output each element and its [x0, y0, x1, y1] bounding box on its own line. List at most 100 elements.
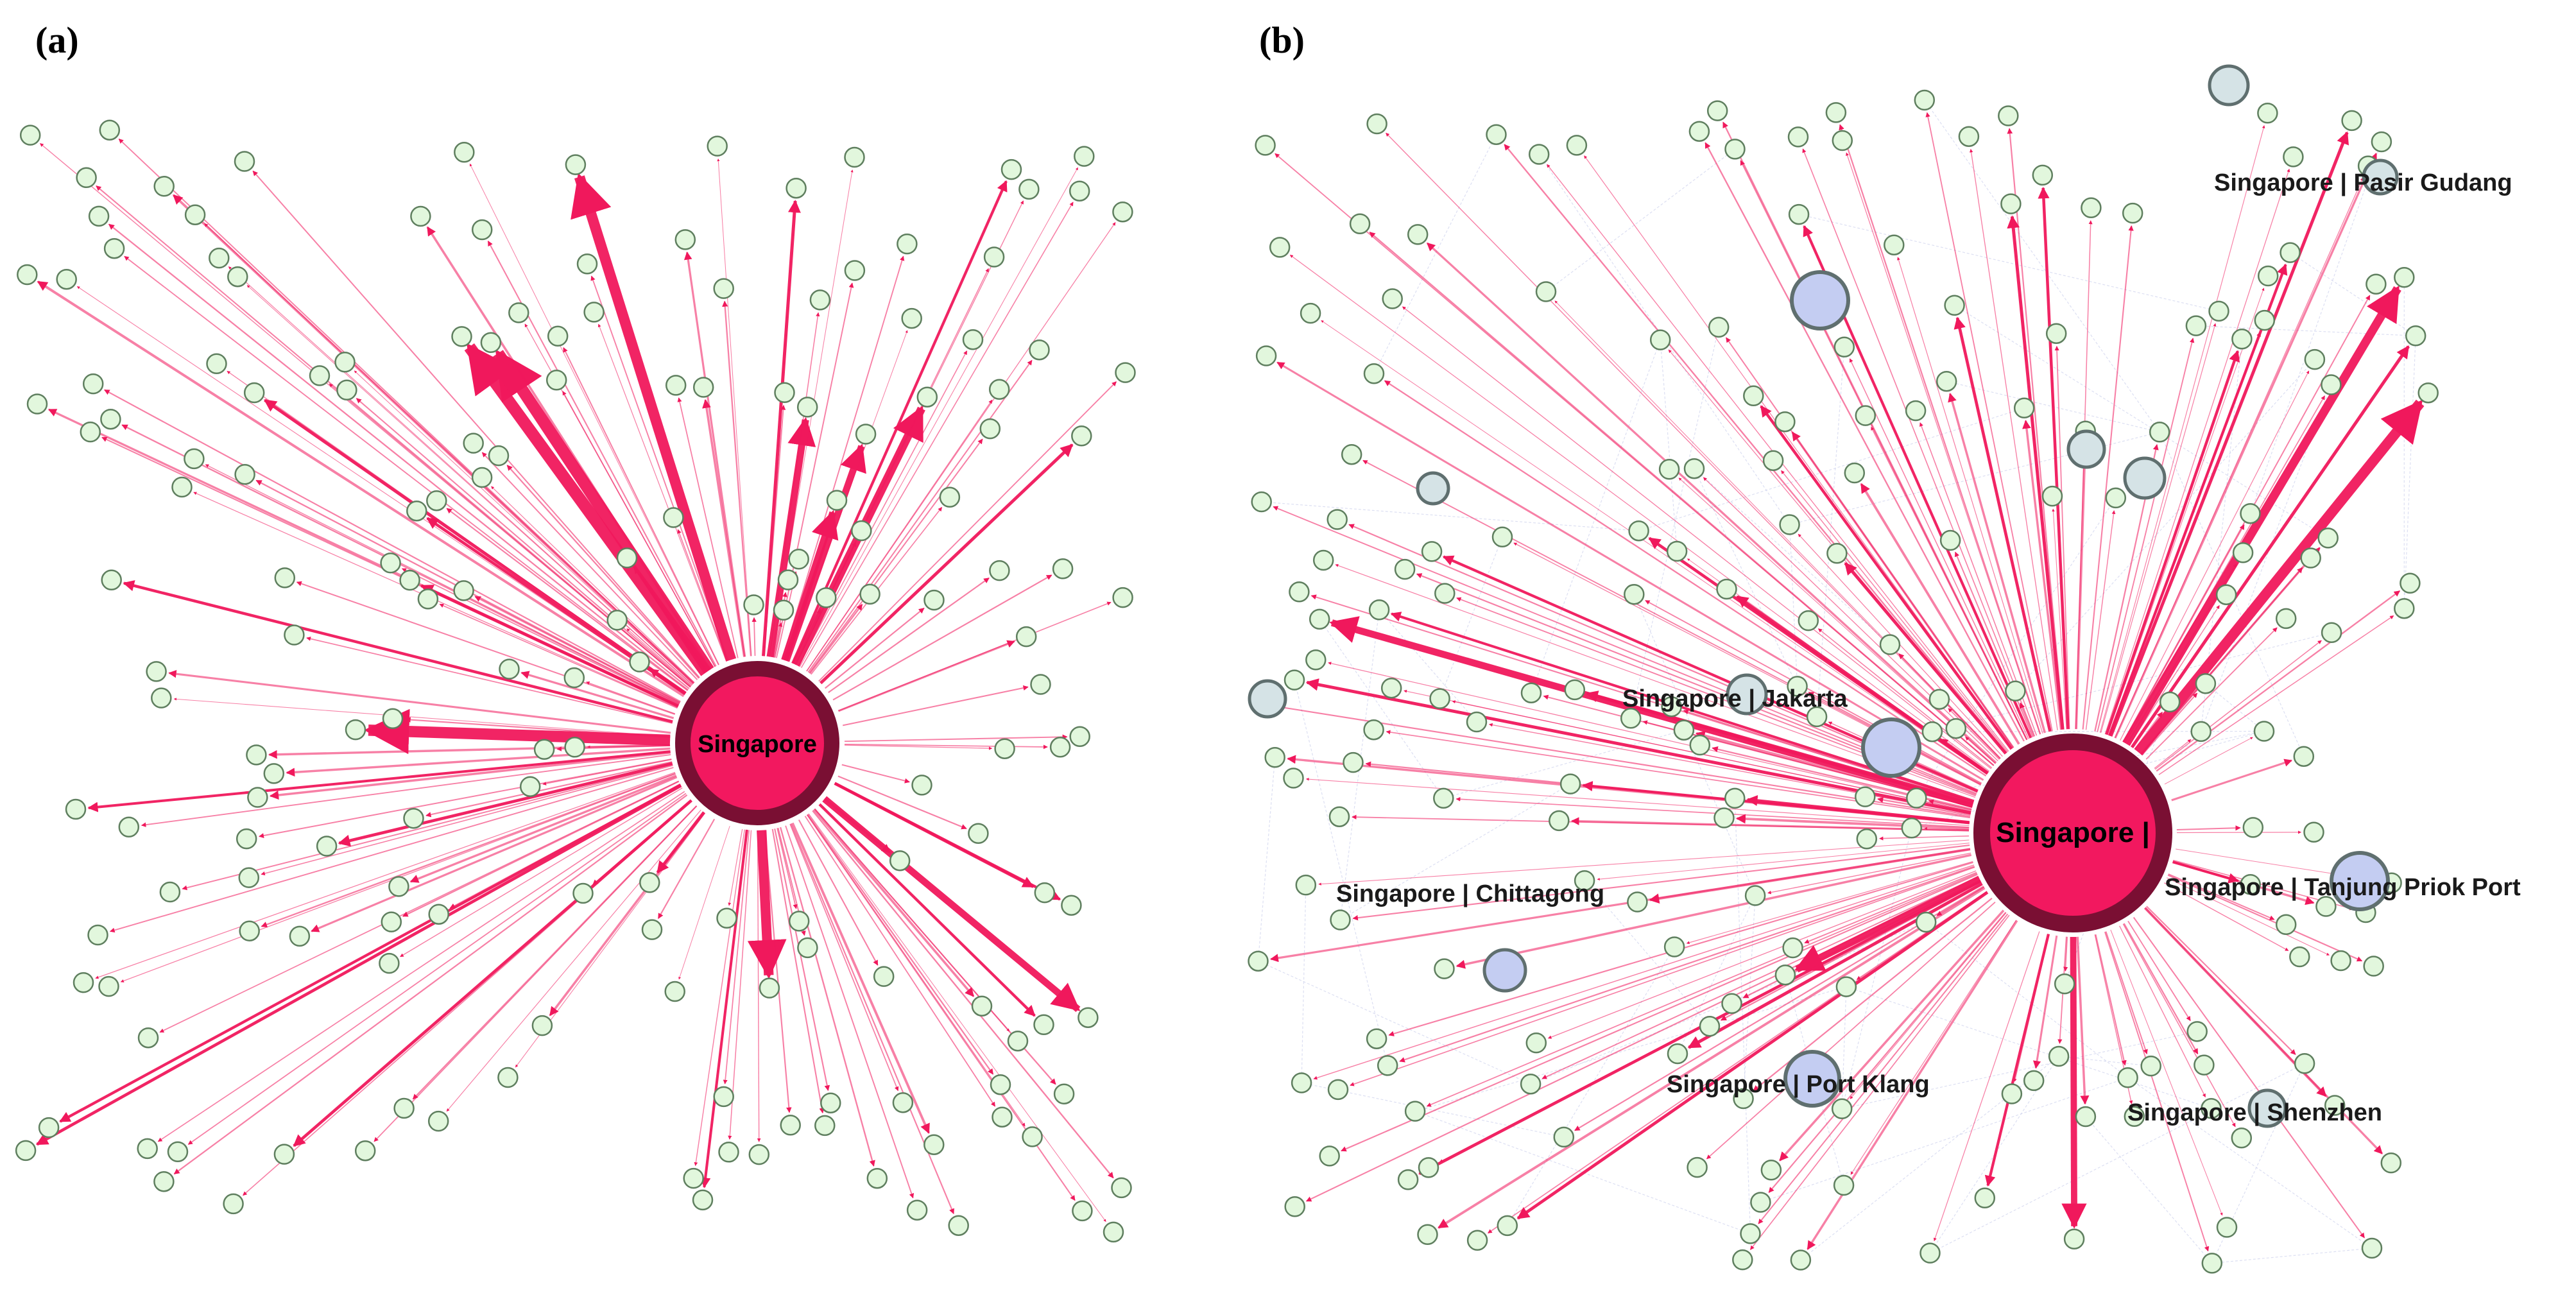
node-grey-mid-1 — [2066, 429, 2106, 469]
panel-a-edge — [781, 510, 839, 662]
panel-b-edge — [1850, 912, 2007, 1099]
panel-b-edge — [2007, 128, 2065, 730]
panel-b-background-edge — [2134, 1108, 2211, 1117]
panel-b-node — [1620, 708, 1642, 729]
panel-b-node — [2317, 528, 2339, 549]
node-grey-far-left — [1248, 679, 1287, 719]
panel-a-node — [1115, 362, 1136, 383]
panel-b-edge — [1352, 814, 1970, 832]
panel-b-edge — [1404, 689, 1971, 812]
panel-a-edge — [306, 637, 673, 724]
panel-b-edge — [1984, 934, 2050, 1187]
panel-b-node — [1283, 768, 1304, 789]
panel-a-edge — [844, 744, 993, 750]
panel-b-edge — [1313, 864, 1975, 1080]
panel-b-node — [1939, 529, 1961, 551]
panel-a-node — [234, 151, 255, 172]
panel-b-edge — [1586, 691, 1973, 806]
panel-a-edge — [791, 180, 1008, 664]
panel-a-node — [1074, 146, 1095, 167]
panel-b-node — [1855, 786, 1876, 807]
panel-b-edge — [2158, 615, 2394, 775]
panel-b-node — [1879, 634, 1901, 655]
panel-b-edge — [2122, 285, 2401, 746]
panel-a-edge — [293, 799, 692, 1147]
panel-b-node — [1564, 679, 1586, 701]
panel-a-node — [206, 353, 227, 375]
panel-a-node — [1034, 882, 1056, 904]
panel-a-node — [664, 981, 685, 1002]
panel-a-node — [399, 569, 420, 591]
panel-b-node — [1549, 810, 1570, 832]
panel-a-node — [572, 882, 594, 904]
panel-b-node — [1248, 950, 1269, 972]
node-shenzhen — [2247, 1088, 2287, 1128]
panel-a-node — [809, 289, 831, 311]
panel-a-node — [992, 1106, 1013, 1128]
panel-b-node — [1921, 721, 1943, 742]
panel-a-edge — [717, 159, 752, 656]
panel-a-edge — [264, 399, 687, 695]
panel-a-node — [788, 549, 809, 570]
panel-b-node — [2105, 487, 2127, 509]
panel-b-edge — [2122, 923, 2236, 1128]
panel-b-node — [1377, 1055, 1398, 1076]
panel-a-node — [454, 142, 475, 163]
panel-b-edge — [2167, 874, 2363, 962]
panel-b-node — [1724, 139, 1746, 160]
panel-b-node — [1798, 610, 1819, 631]
panel-b-edge — [1768, 912, 2007, 1193]
panel-b-node — [2054, 973, 2075, 995]
panel-b-edge — [2082, 225, 2134, 730]
panel-a-node — [238, 867, 260, 888]
panel-b-edge — [2127, 920, 2191, 1022]
panel-b-node — [1520, 682, 1542, 703]
panel-b-node — [1661, 696, 1682, 717]
panel-b-edge — [2114, 152, 2378, 739]
panel-b-edge — [1649, 848, 1971, 904]
panel-a-node — [451, 326, 472, 347]
panel-b-edge — [1275, 153, 1995, 766]
panel-b-background-edge — [1633, 594, 1701, 746]
panel-b-node — [2289, 946, 2310, 968]
panel-b-node — [1319, 1145, 1340, 1167]
panel-b-node — [1782, 937, 1803, 959]
panel-a-node — [309, 365, 331, 386]
panel-b-edge — [2133, 916, 2366, 1239]
panel-b-edge — [2171, 759, 2292, 802]
panel-a-node — [844, 146, 865, 168]
panel-b-edge — [1273, 506, 1977, 794]
panel-b-node — [1366, 113, 1387, 135]
panel-b-background-edge — [1798, 214, 2219, 312]
panel-b-node — [2405, 325, 2426, 347]
route-label-tanjung-priok: Singapore | Tanjung Priok Port — [2165, 874, 2521, 901]
panel-a-node — [786, 177, 807, 199]
panel-a-node — [159, 881, 181, 903]
panel-b-edge — [1849, 358, 2029, 739]
panel-a-node — [788, 911, 810, 932]
panel-a-edge — [812, 809, 975, 997]
panel-a-edge — [683, 251, 746, 657]
panel-b-edge — [2105, 350, 2240, 735]
panel-b-node — [2361, 1237, 2383, 1259]
panel-a-node — [223, 1193, 244, 1215]
panel-a-node — [583, 302, 605, 323]
panel-a-edge — [773, 622, 783, 658]
panel-a-node — [236, 828, 257, 850]
panel-b-node — [2140, 1055, 2161, 1077]
panel-b-node — [1673, 719, 1695, 741]
panel-a-node — [243, 382, 265, 404]
panel-a-node — [103, 237, 125, 259]
panel-b-node — [1928, 689, 1950, 710]
panel-b-node — [1658, 459, 1680, 480]
panel-b-edge — [1686, 861, 1973, 945]
panel-a-node — [316, 836, 338, 857]
panel-b-node — [1906, 787, 1927, 809]
panel-a-edge — [757, 830, 761, 1142]
panel-a-edge — [76, 286, 685, 695]
panel-a-node — [892, 1092, 914, 1113]
panel-a-node — [814, 1115, 836, 1137]
panel-b-edge — [1925, 112, 2053, 732]
panel-a-node — [873, 966, 895, 987]
panel-a-node — [17, 264, 38, 286]
